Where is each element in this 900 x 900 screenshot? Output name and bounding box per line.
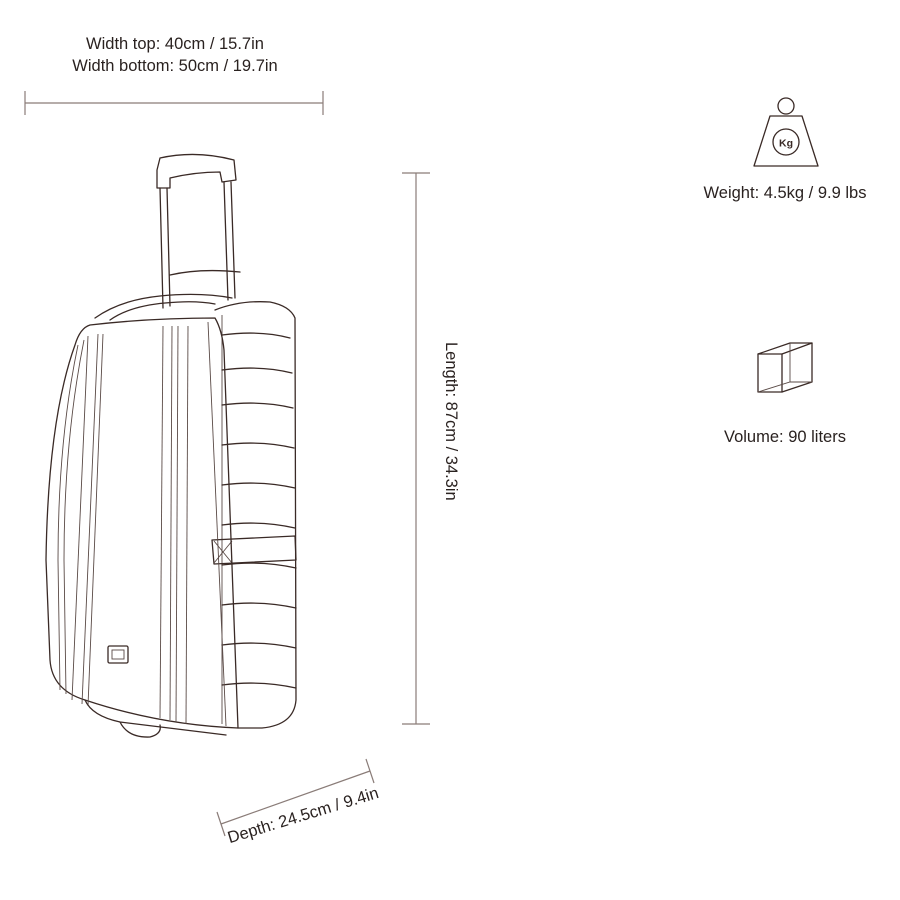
depth-dimension-line <box>216 758 375 837</box>
weight-label: Weight: 4.5kg / 9.9 lbs <box>703 184 867 202</box>
length-label: Length: 87cm / 34.3in <box>442 342 460 501</box>
length-label-wrapper: Length: 87cm / 34.3in <box>440 342 599 501</box>
volume-label: Volume: 90 liters <box>724 428 846 446</box>
rolling-bag-illustration <box>45 153 297 738</box>
length-dimension-line <box>402 172 430 725</box>
weight-icon-text: Kg <box>779 138 793 150</box>
kettlebell-weight-icon: Kg <box>753 97 819 167</box>
width-bottom-label: Width bottom: 50cm / 19.7in <box>72 57 278 75</box>
width-top-label: Width top: 40cm / 15.7in <box>86 35 264 53</box>
width-dimension-line <box>24 91 324 115</box>
cube-icon <box>757 342 813 393</box>
